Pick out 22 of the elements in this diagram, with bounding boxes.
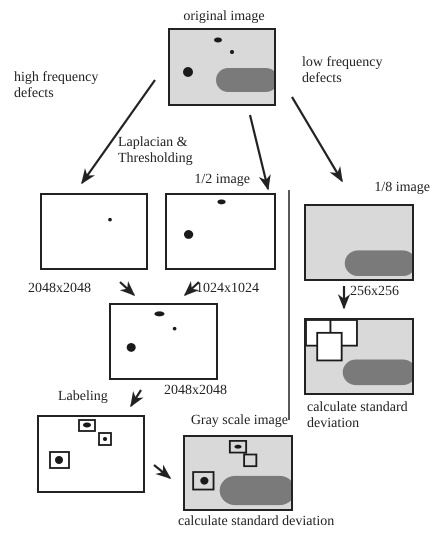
size-label: 1024x1024: [196, 281, 260, 297]
edge-label: low frequency defects: [302, 55, 384, 87]
size-label: 2048x2048: [164, 383, 228, 399]
panel-title: Gray scale image: [190, 413, 288, 429]
arrow: [81, 79, 156, 184]
panel-title: original image: [182, 9, 266, 25]
arrow: [184, 281, 200, 296]
panel-title: 1/2 image: [193, 172, 250, 188]
arrow: [291, 96, 343, 182]
arrow: [248, 114, 271, 190]
arrow: [338, 286, 350, 310]
arrow: [153, 464, 172, 479]
arrow: [130, 389, 144, 408]
panel-title: 1/8 image: [373, 180, 430, 196]
process-note: Laplacian & Thresholding: [118, 135, 194, 167]
size-label: 256x256: [350, 284, 400, 300]
edge-label: Labeling: [58, 389, 109, 405]
arrow: [119, 281, 136, 296]
step-caption: calculate standard deviation: [307, 400, 409, 432]
step-caption: calculate standard deviation: [178, 514, 336, 530]
size-label: 2048x2048: [28, 281, 92, 297]
edge-label: high frequency defects: [14, 70, 100, 102]
